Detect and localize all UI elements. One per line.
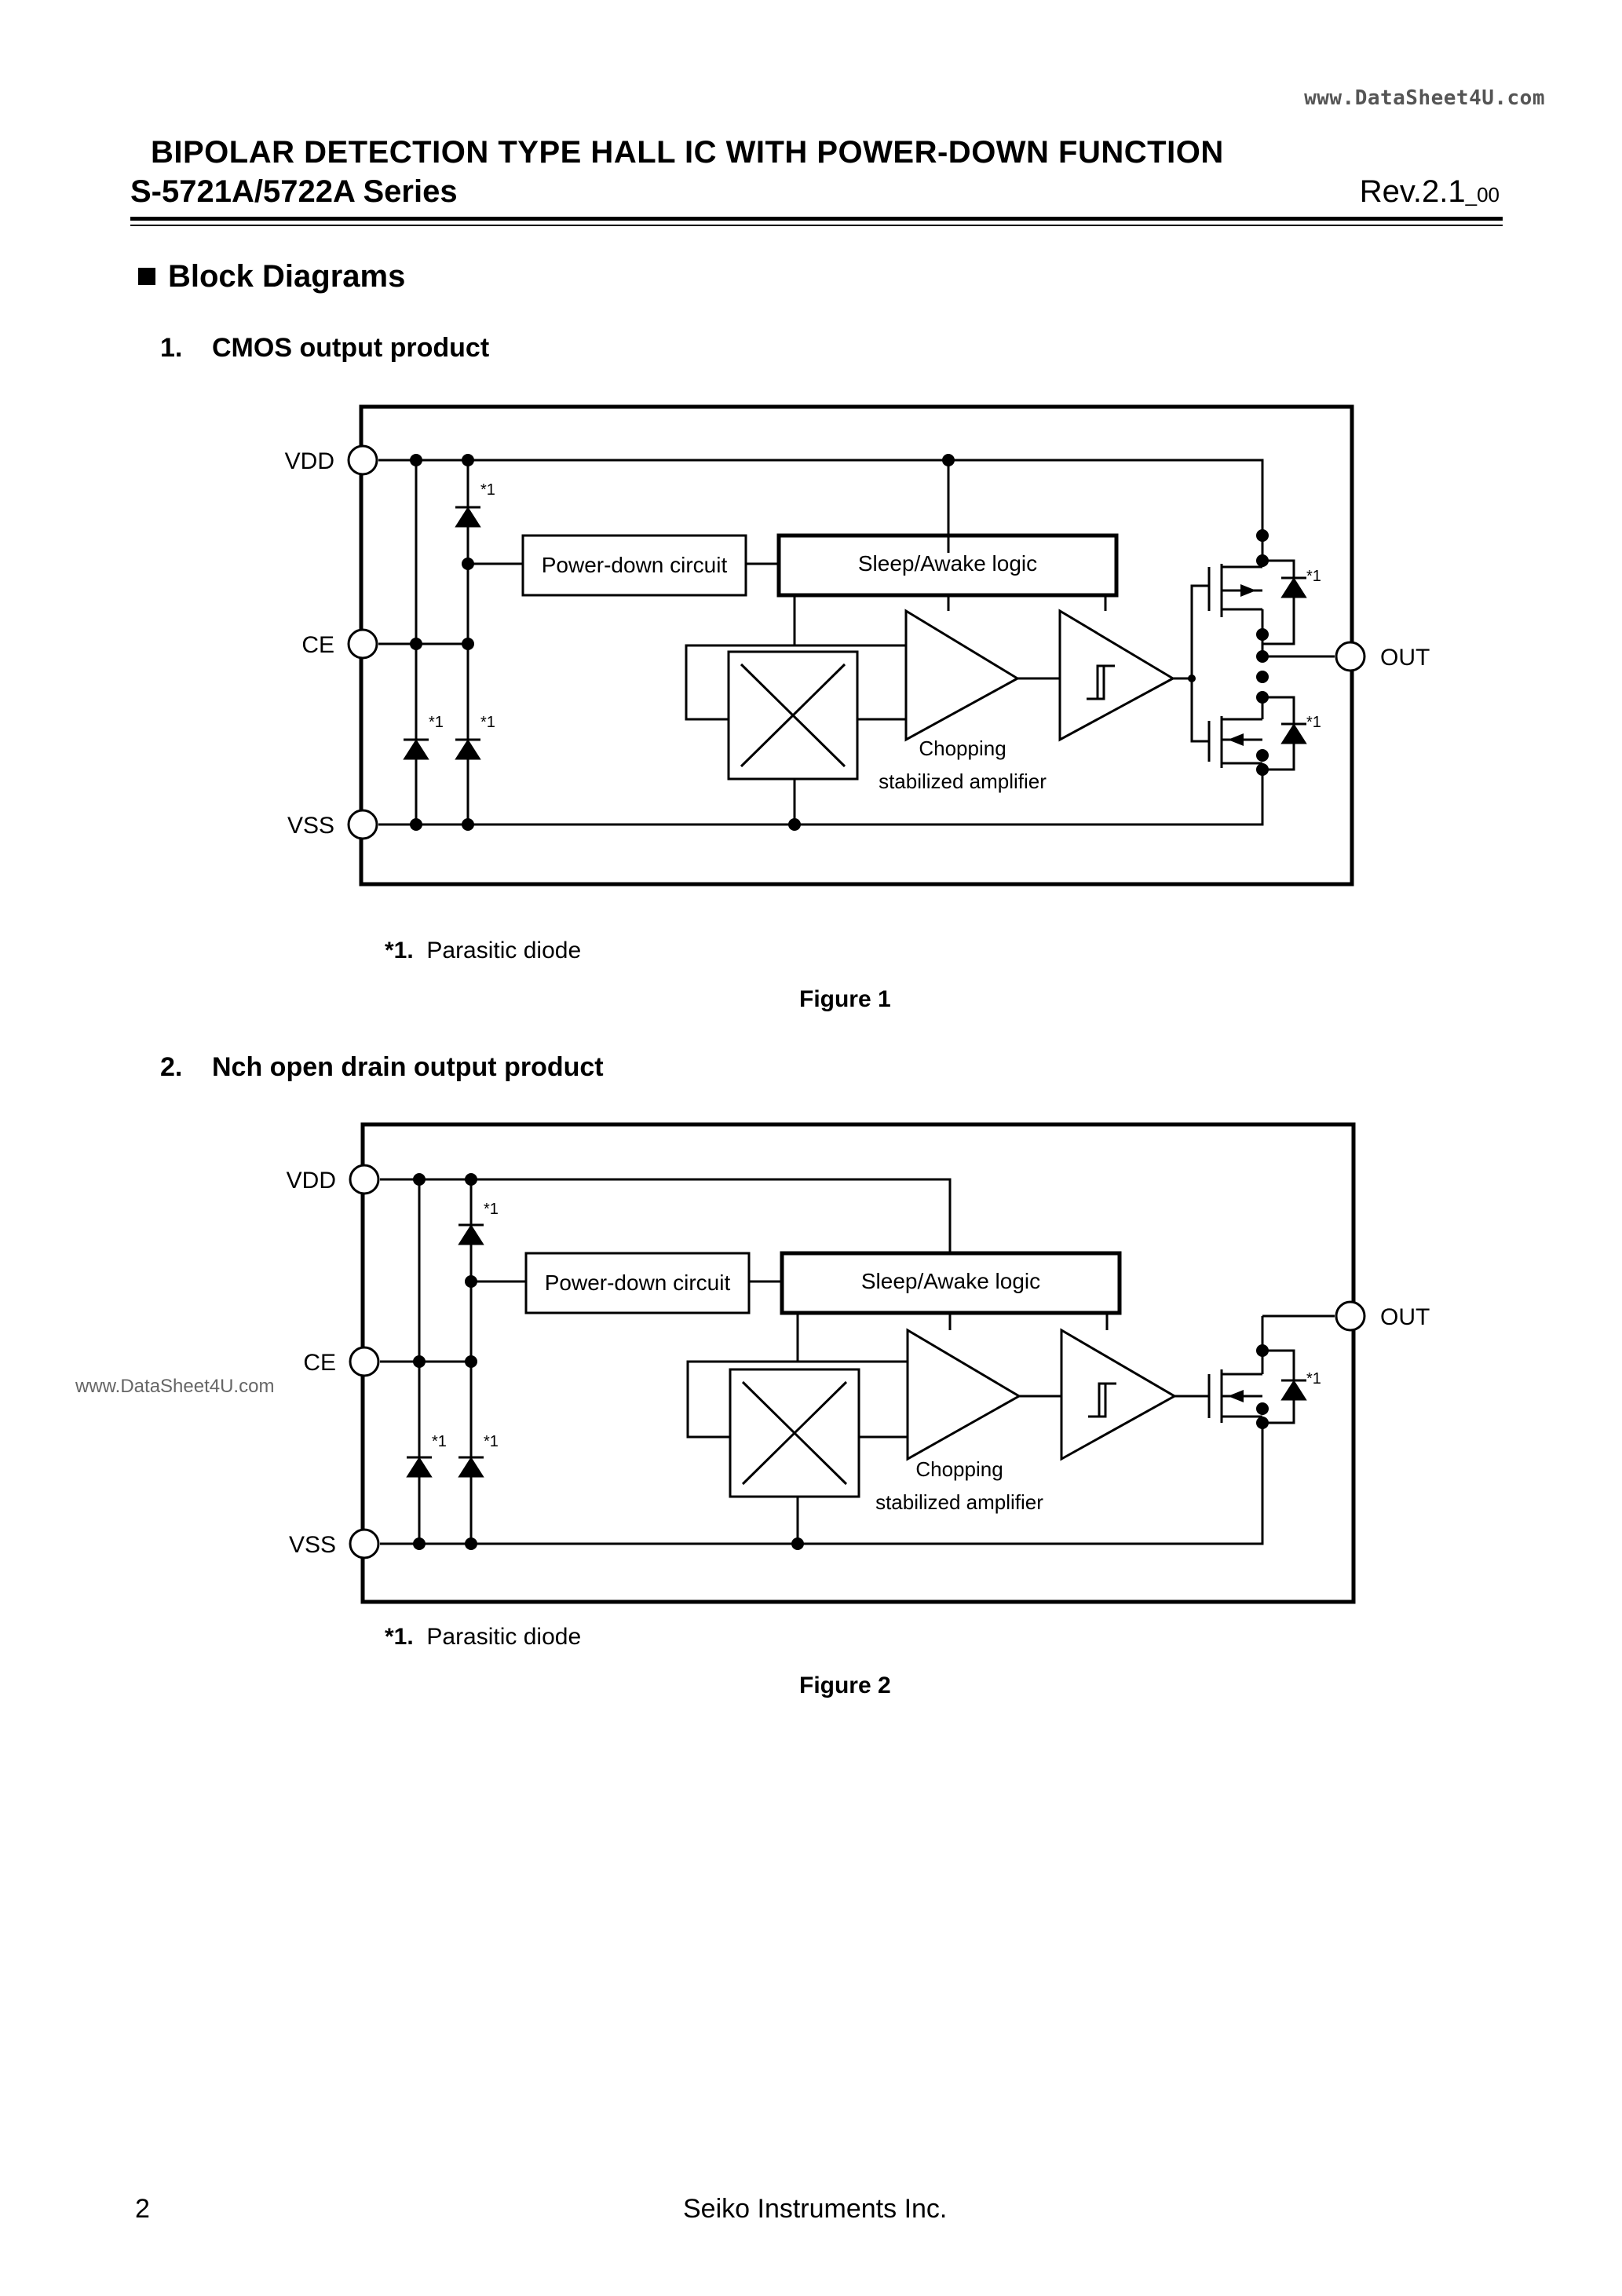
nmos-transistor — [1207, 716, 1262, 768]
vdd-label: VDD — [285, 448, 334, 474]
figure1-note: *1. Parasitic diode — [385, 938, 581, 964]
sleep-awake-label: Sleep/Awake logic — [858, 551, 1037, 576]
diode-vdd-ce-icon — [455, 506, 481, 528]
revision: Rev.2.1_00 — [1360, 174, 1500, 210]
revision-main: Rev.2.1 — [1359, 174, 1466, 209]
vdd-pin-icon — [349, 1164, 380, 1195]
series-name: S-5721A/5722A Series — [130, 174, 458, 209]
diode-out-upper-icon — [1280, 577, 1307, 598]
amp-label-line1: Chopping — [919, 737, 1006, 760]
ce-pin-icon — [347, 628, 378, 660]
power-down-label: Power-down circuit — [542, 553, 728, 577]
diode-mark: *1 — [1306, 1370, 1321, 1387]
diode-mark: *1 — [480, 481, 495, 499]
figure1-heading-text: CMOS output product — [212, 333, 490, 363]
figure2-note-text: Parasitic diode — [426, 1624, 582, 1650]
diode-vss-right-icon — [458, 1457, 484, 1478]
out-label: OUT — [1380, 645, 1430, 671]
figure1-note-mark: *1. — [385, 938, 414, 963]
diode-mark: *1 — [480, 714, 495, 731]
out-pin-icon — [1335, 641, 1366, 672]
page-number: 2 — [135, 2194, 150, 2224]
hall-feedback-wire — [685, 611, 908, 721]
nmos-arrow-icon — [1228, 1390, 1244, 1402]
ce-pin-icon — [349, 1346, 380, 1377]
figure1-caption: Figure 1 — [799, 986, 891, 1012]
section-title: Block Diagrams — [168, 259, 406, 294]
figure2-heading: 2. Nch open drain output product — [160, 1052, 604, 1083]
pmos-transistor — [1207, 564, 1262, 617]
power-down-box — [521, 534, 747, 597]
ce-label: CE — [303, 1350, 336, 1376]
nmos-arrow-icon — [1228, 733, 1244, 746]
revision-sub: _00 — [1465, 183, 1500, 207]
hysteresis-icon — [1087, 664, 1115, 700]
footer-company: Seiko Instruments Inc. — [683, 2194, 948, 2224]
chopping-amplifier — [904, 609, 1021, 742]
diode-vss-left-icon — [406, 1457, 433, 1478]
vdd-label: VDD — [287, 1168, 336, 1194]
amp-label-line2: stabilized amplifier — [875, 1490, 1043, 1514]
hall-element — [729, 1368, 860, 1498]
diode-mark: *1 — [432, 1433, 447, 1450]
power-down-box — [524, 1252, 751, 1314]
sleep-awake-label: Sleep/Awake logic — [861, 1269, 1040, 1293]
diode-vss-left-icon — [403, 739, 429, 760]
hall-cross — [741, 1380, 848, 1486]
diode-mark: *1 — [1306, 568, 1321, 585]
vss-label: VSS — [289, 1532, 336, 1558]
figure2-note: *1. Parasitic diode — [385, 1624, 581, 1651]
diode-out-lower-icon — [1280, 723, 1307, 744]
hall-cross — [740, 663, 846, 768]
hysteresis-icon — [1088, 1382, 1116, 1418]
figure2-caption: Figure 2 — [799, 1673, 891, 1698]
vss-label: VSS — [287, 813, 334, 839]
gate-drive-wire — [1190, 584, 1209, 743]
figure1-number: 1. — [160, 333, 183, 363]
schmitt-comparator — [1058, 609, 1176, 742]
pmos-arrow-icon — [1240, 584, 1256, 597]
header-rule-thick — [130, 217, 1503, 221]
vss-pin-icon — [347, 809, 378, 840]
figure1-note-text: Parasitic diode — [426, 938, 582, 963]
vdd-pin-icon — [347, 444, 378, 476]
diode-mark: *1 — [484, 1201, 499, 1218]
figure1-heading: 1. CMOS output product — [160, 333, 489, 364]
figure2-heading-text: Nch open drain output product — [212, 1052, 604, 1082]
side-watermark: www.DataSheet4U.com — [75, 1376, 275, 1397]
diode-out-icon — [1280, 1380, 1307, 1401]
figure2-number: 2. — [160, 1052, 183, 1082]
chip-outline — [360, 1122, 1356, 1604]
schmitt-comparator — [1060, 1328, 1178, 1461]
logic-enable-lines — [793, 595, 1107, 645]
document-title: BIPOLAR DETECTION TYPE HALL IC WITH POWE… — [151, 135, 1224, 170]
hall-element — [727, 650, 859, 781]
diode-mark: *1 — [484, 1433, 499, 1450]
watermark: www.DataSheet4U.com — [1304, 86, 1545, 110]
logic-enable-lines — [796, 1313, 1109, 1362]
diode-vdd-ce-icon — [458, 1224, 484, 1245]
vss-rail — [378, 781, 1264, 826]
amp-label-line2: stabilized amplifier — [879, 770, 1047, 793]
vss-pin-icon — [349, 1528, 380, 1559]
out-pin-icon — [1335, 1300, 1366, 1332]
section-heading: Block Diagrams — [138, 259, 405, 294]
diode-mark: *1 — [1306, 714, 1321, 731]
vdd-rail — [380, 1178, 952, 1255]
figure1-block-diagram: VDD CE VSS OUT Power-down circuit Sleep/… — [285, 404, 1430, 887]
out-label: OUT — [1380, 1304, 1430, 1330]
nmos-transistor — [1207, 1369, 1262, 1423]
header-rule-thin — [130, 225, 1503, 226]
ce-label: CE — [301, 632, 334, 658]
vss-rail — [380, 1434, 1264, 1545]
square-bullet-icon — [138, 268, 155, 285]
diode-vss-right-icon — [455, 739, 481, 760]
vdd-rail — [378, 459, 1264, 536]
diode-mark: *1 — [429, 714, 444, 731]
chopping-amplifier — [906, 1328, 1021, 1461]
power-down-label: Power-down circuit — [545, 1270, 731, 1295]
amp-label-line1: Chopping — [915, 1457, 1003, 1481]
figure2-note-mark: *1. — [385, 1624, 414, 1650]
figure2-block-diagram: VDD CE VSS OUT Power-down circuit Sleep/… — [287, 1122, 1430, 1604]
